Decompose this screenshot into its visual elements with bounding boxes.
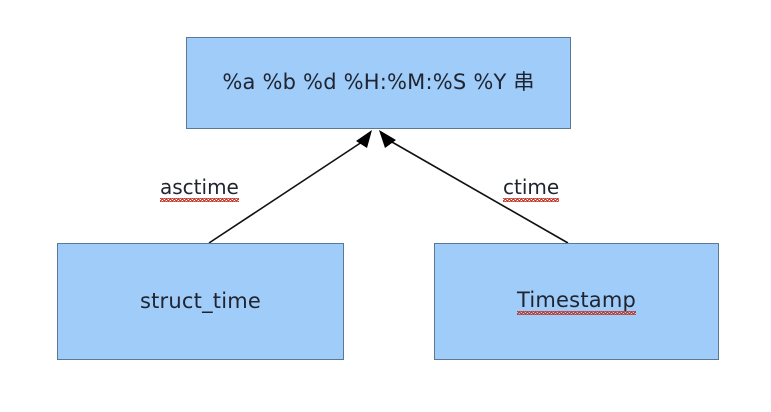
node-timestamp[interactable]: Timestamp [434, 243, 719, 360]
edge-ctime[interactable] [379, 130, 569, 244]
edge-label-asctime[interactable]: asctime [160, 175, 239, 202]
edge-asctime[interactable] [208, 130, 372, 244]
node-struct-time-label: struct_time [139, 288, 262, 313]
edge-label-ctime-text: ctime [503, 175, 560, 202]
edge-asctime-arrowhead [356, 130, 372, 148]
edge-label-asctime-text: asctime [160, 175, 239, 202]
node-format-string-label: %a %b %d %H:%M:%S %Y 串 [222, 70, 535, 95]
edge-ctime-line [384, 137, 569, 244]
edge-ctime-arrowhead [379, 130, 396, 148]
node-format-string[interactable]: %a %b %d %H:%M:%S %Y 串 [186, 37, 571, 129]
node-timestamp-label: Timestamp [516, 288, 637, 316]
edge-asctime-line [208, 137, 369, 244]
node-struct-time[interactable]: struct_time [57, 243, 344, 360]
edge-label-ctime[interactable]: ctime [503, 175, 560, 202]
